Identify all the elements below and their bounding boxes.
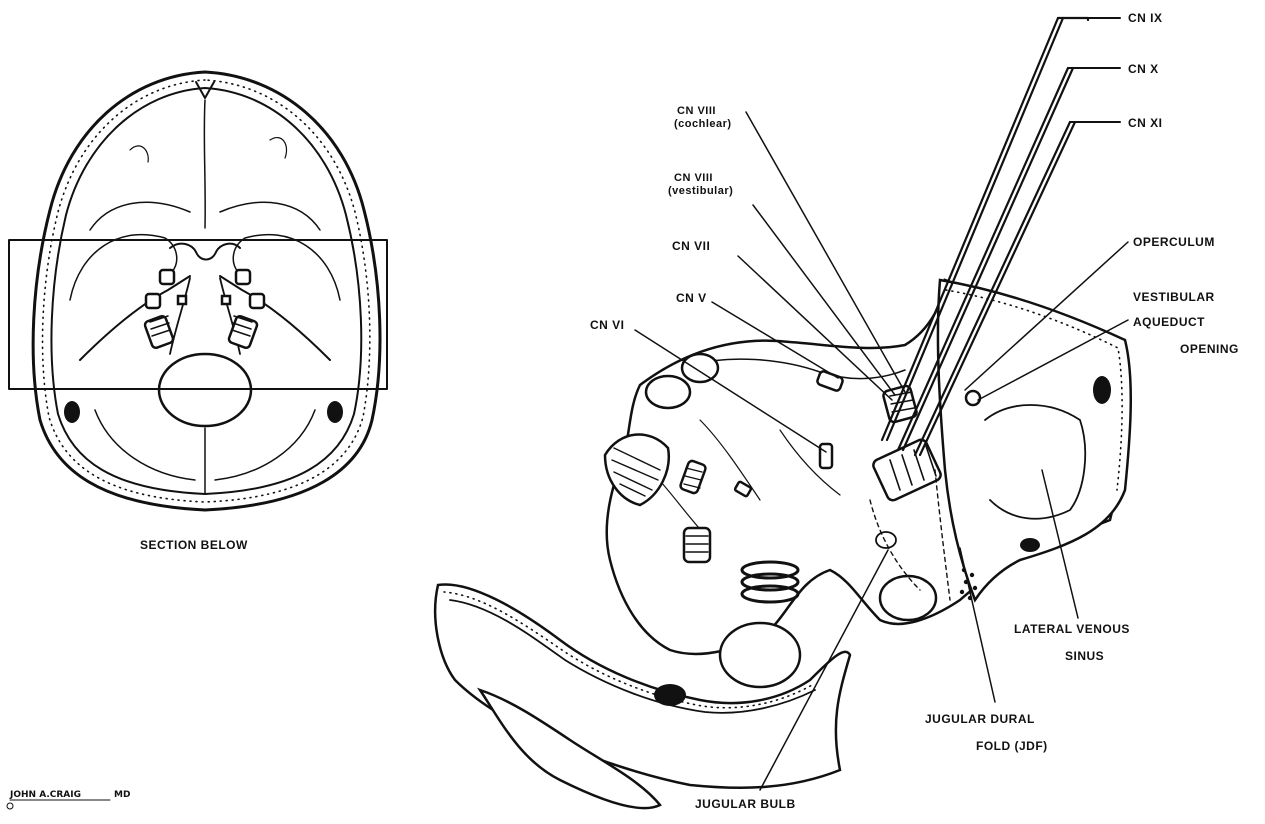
anterior-fossa-right [220,202,320,230]
label-sinus: SINUS [1065,649,1104,663]
apex-bump-1 [646,376,690,408]
label-cn-xi: CN XI [1128,116,1163,130]
middle-fossa-right [233,235,340,300]
copyright-mark [7,803,13,809]
label-lateral-venous: LATERAL VENOUS [1014,622,1130,636]
anterior-fossa-left [90,202,190,230]
mastoid-foramen [654,684,686,706]
sinus-left [64,401,80,423]
artist-signature-suffix: MD [114,790,130,800]
midline-crest [204,100,205,228]
condyle-bump [880,576,936,620]
label-jugular-dural: JUGULAR DURAL [925,712,1035,726]
label-cn-viii-cochlear-line1: CN VIII [677,105,716,117]
label-cn-x: CN X [1128,62,1159,76]
label-vestibular: VESTIBULAR [1133,290,1215,304]
hypoglossal-stub [684,528,710,562]
sinus-right [327,401,343,423]
label-opening: OPENING [1180,342,1239,356]
skull-diploe-stipple [43,80,370,502]
section-box [9,240,387,389]
jdf-hole-1 [1020,538,1040,552]
nerve-bundle-left [144,315,174,349]
label-aqueduct: AQUEDUCT [1133,315,1205,329]
petrous-ridge-left [80,276,190,360]
temporal-bone-dissection: CN IX CN X CN XI CN VIII (cochlear) CN V… [435,11,1239,811]
label-cn-vi: CN VI [590,318,625,332]
foramina-cluster [146,270,264,308]
section-below-caption: SECTION BELOW [140,538,248,552]
label-cn-viii-vestibular-line2: (vestibular) [668,185,733,197]
skull-inner-contour [51,88,361,494]
cn-vi-stub [820,444,832,468]
artist-signature: JOHN A.CRAIG [9,790,81,800]
falx-notch [196,82,214,98]
orbital-roof-left [130,146,148,162]
nerve-bundle-right [228,315,258,349]
label-fold-jdf: FOLD (JDF) [976,739,1048,753]
label-cn-viii-vestibular-line1: CN VIII [674,172,713,184]
label-cn-viii-cochlear-line2: (cochlear) [674,118,732,130]
condyle-bump-2 [720,623,800,687]
label-cn-ix: CN IX [1128,11,1163,25]
label-cn-v: CN V [676,291,707,305]
sinus-opening [1093,376,1111,404]
label-operculum: OPERCULUM [1133,235,1215,249]
label-jugular-bulb: JUGULAR BULB [695,797,796,811]
orbital-roof-right [270,138,287,158]
middle-fossa-left [70,235,177,300]
apex-bump-2 [682,354,718,382]
sella-region [170,244,240,260]
skull-outer-contour [33,72,380,510]
vestibular-aqueduct-opening [966,391,980,405]
label-cn-vii: CN VII [672,239,710,253]
skull-base-overview: SECTION BELOW JOHN A.CRAIG MD [7,72,387,809]
